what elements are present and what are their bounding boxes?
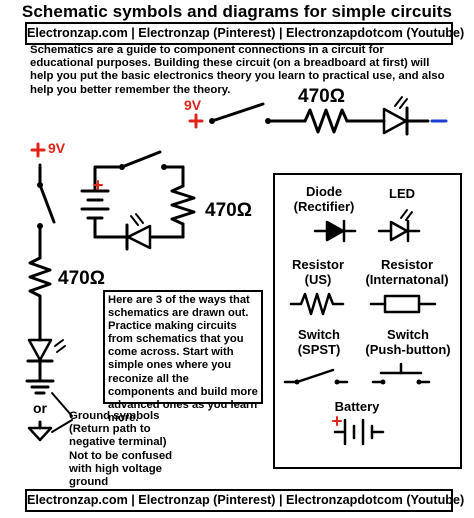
switch-spst-label: Switch (SPST) <box>297 327 341 357</box>
resistor-zigzag <box>170 184 196 226</box>
ground-pointer <box>51 419 73 433</box>
legend-symbols <box>283 209 437 446</box>
note-box: Here are 3 of the ways that schematics a… <box>103 290 263 424</box>
note-text: Here are 3 of the ways that schematics a… <box>108 294 258 424</box>
resistor-intl-icon <box>369 294 437 314</box>
symbol-legend: Diode (Rectifier) LED Resistor (US) Resi… <box>273 173 462 469</box>
ground-triangle <box>27 426 53 442</box>
battery-plus-icon <box>332 416 342 426</box>
switch-lever <box>38 183 56 224</box>
led-arrow <box>130 215 139 226</box>
switch-push-button-label: Switch (Push-button) <box>365 327 451 357</box>
resistor-value-label: 470Ω <box>298 86 345 107</box>
voltage-label: 9V <box>184 97 202 113</box>
battery-icon <box>333 418 385 446</box>
led-icon <box>377 209 421 243</box>
led-triangle <box>126 224 152 250</box>
vertical-circuit <box>25 163 73 442</box>
led-arrow <box>56 345 66 353</box>
resistor-intl-label: Resistor (Internatonal) <box>365 257 449 287</box>
header-banner: Electronzap.com | Electronzap (Pinterest… <box>25 22 464 45</box>
battery-label: Battery <box>334 399 380 414</box>
loop-circuit <box>80 150 196 251</box>
resistor-value-label: 470Ω <box>205 200 252 221</box>
led-arrow <box>54 339 64 347</box>
led-triangle <box>382 107 408 135</box>
led-arrow <box>135 213 144 224</box>
switch-push-button-icon <box>371 362 431 385</box>
horizontal-circuit <box>209 96 430 136</box>
led-arrow <box>394 96 403 107</box>
resistor-us-label: Resistor (US) <box>291 257 345 287</box>
switch-lever <box>210 102 265 123</box>
led-arrow <box>399 98 408 109</box>
resistor-value-label: 470Ω <box>58 268 105 289</box>
ground-note: Ground symbols (Return path to negative … <box>69 410 173 489</box>
led-triangle <box>27 338 53 362</box>
ground-pointer <box>51 392 73 417</box>
switch-lever <box>120 150 162 169</box>
voltage-label: 9V <box>48 140 66 156</box>
page-title: Schematic symbols and diagrams for simpl… <box>21 2 453 21</box>
diode-icon <box>313 219 357 243</box>
footer-banner: Electronzap.com | Electronzap (Pinterest… <box>25 489 464 512</box>
resistor-zigzag <box>303 108 349 134</box>
diode-label: Diode (Rectifier) <box>293 184 355 214</box>
resistor-us-icon <box>289 292 345 316</box>
switch-spst-icon <box>283 368 349 385</box>
intro-paragraph: Schematics are a guide to component conn… <box>30 44 445 96</box>
or-label: or <box>33 400 47 416</box>
resistor-zigzag <box>28 256 52 298</box>
led-label: LED <box>389 186 415 201</box>
